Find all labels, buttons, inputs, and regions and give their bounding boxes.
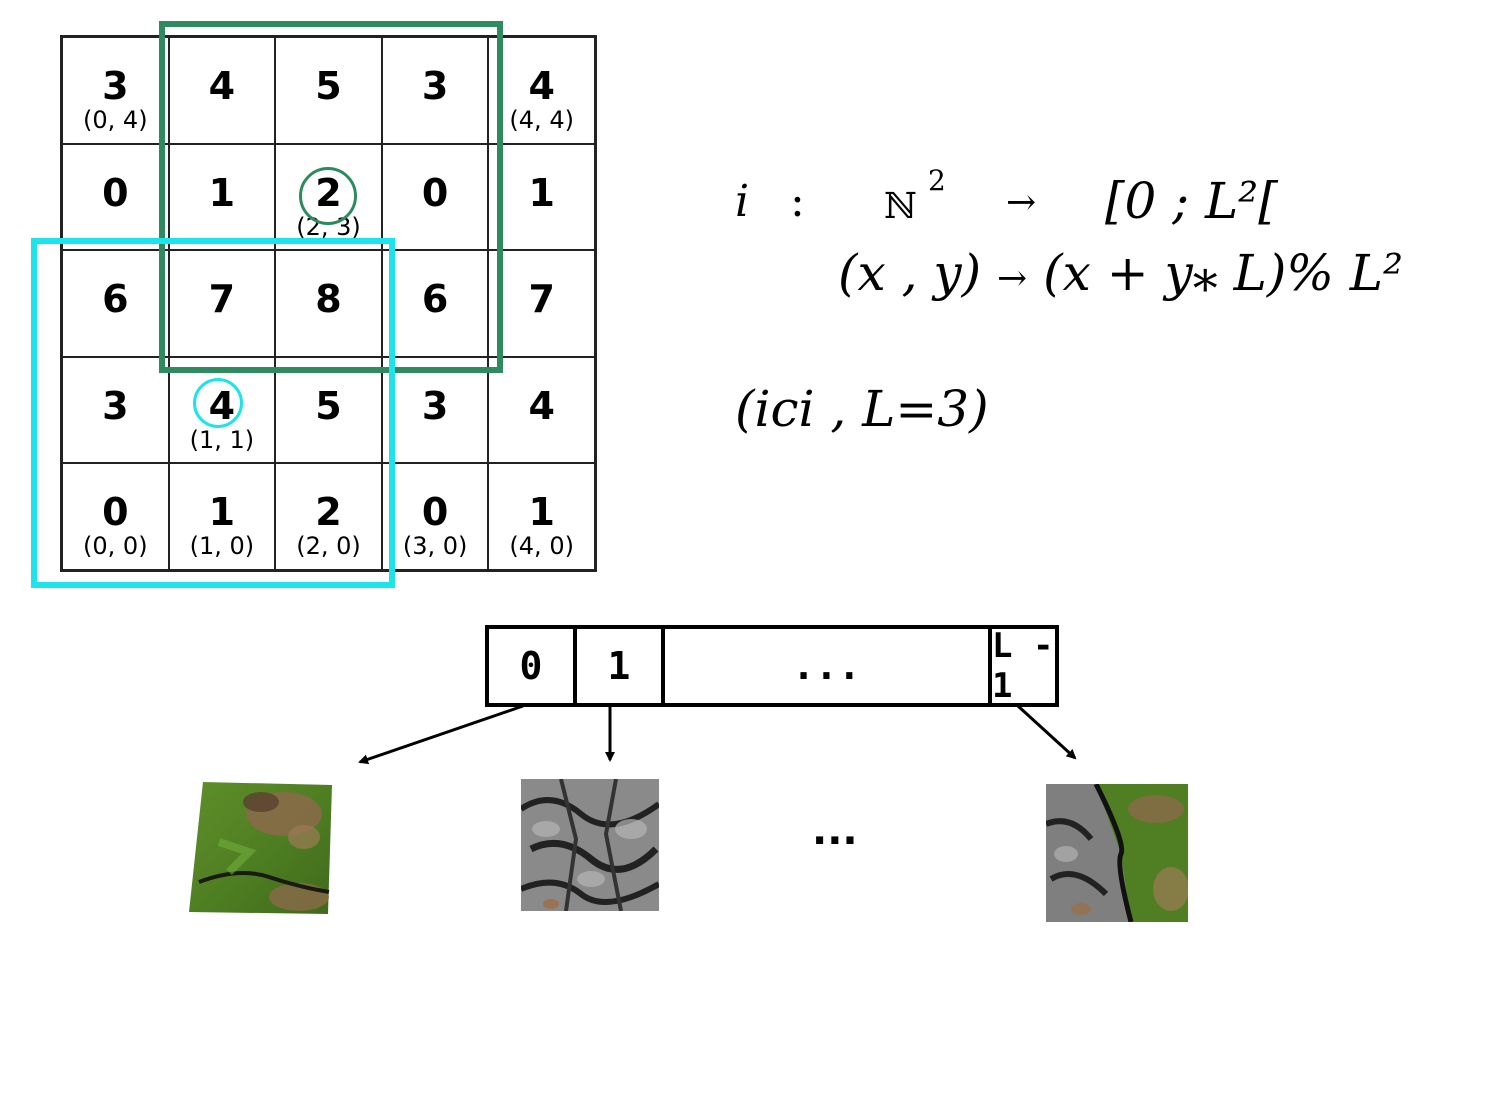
grid-cell: 0 [381,143,489,251]
formula-arrow-symbol: → [1006,182,1037,223]
grid-cell: 8 [275,250,382,357]
terrain-tile-grass [189,782,332,914]
cell-coordinate: (1, 0) [189,532,255,561]
cell-value: 3 [421,64,449,108]
terrain-tile-rock [521,779,659,911]
cyan-window [31,238,395,588]
formula-domain: ℕ [884,186,917,227]
formula-note-text: (ici , L=3) [735,380,989,438]
grid-cell: 1 [488,143,595,251]
formula-mapping-right: (x + y⁎ L)% L² [1043,244,1404,302]
cell-value: 4 [208,64,236,108]
grid-cell: 0 [62,143,169,251]
grid-cell: 5 [275,356,382,464]
array-slot-0: 0 [489,629,577,703]
cell-value: 7 [528,277,555,322]
grid-cell: 6 [62,250,169,357]
grid-cell: 2(2, 0) [275,463,382,570]
cell-value: 3 [102,64,129,108]
formula-i-symbol: i [735,176,750,227]
grid-cell: 3(0, 4) [62,37,169,144]
array-slot-label: L - 1 [992,626,1054,706]
grid-cell: 7 [168,250,276,357]
cell-value: 5 [315,383,342,428]
grid-cell: 7 [488,250,595,357]
cell-value: 0 [421,170,449,215]
grid-cell: 1 [168,143,276,251]
cell-coordinate: (4, 4) [509,106,574,134]
cell-value: 0 [102,170,129,215]
formula-mapping-left: (x , y) [838,244,982,302]
grid-cell: 3 [62,356,169,464]
cell-value: 8 [315,277,342,322]
grid-cell: 4(4, 4) [488,37,595,144]
array-slot-1: 1 [577,629,665,703]
cell-value: 6 [421,277,449,322]
green-window [159,21,503,373]
grid-cell: 0(3, 0) [381,463,489,570]
cell-coordinate: (1, 1) [189,425,255,454]
grid-cell: 3 [381,37,489,144]
formula-colon-symbol: : [790,176,805,227]
arrow-slot-0 [358,704,524,765]
array-slot-label: 0 [519,644,543,688]
formula-arrow: → [1006,182,1036,223]
cell-value: 1 [528,490,555,535]
formula-codomain: [0 ; L²[ [1105,172,1278,230]
formula-domain-exponent: 2 [928,164,946,197]
formula-domain-symbol: ℕ [884,186,917,227]
cell-value: 0 [102,490,129,535]
cell-value: 6 [102,277,129,322]
cell-value: 0 [421,490,449,535]
cell-value: 1 [208,170,236,215]
grid-cell: 4 [488,356,595,464]
formula-mapping-arrow: → [997,258,1028,299]
highlight-circle-cyan [193,378,243,428]
cell-value: 4 [528,383,555,428]
cell-value: 3 [102,383,129,428]
cell-coordinate: (3, 0) [402,532,468,561]
grid-cell: 0(0, 0) [62,463,169,570]
terrain-tile-mixed [1046,784,1188,922]
grid-cell: 3 [381,356,489,464]
array-slot-label: ... [792,644,861,688]
cell-value: 1 [528,170,555,215]
cell-value: 2 [315,490,342,535]
highlight-circle-green [299,167,357,225]
formula-i: i [735,176,749,227]
cell-value: 3 [421,383,449,428]
arrow-slot-last [1016,704,1077,760]
grid-cell: 1(4, 0) [488,463,595,570]
cell-value: 5 [315,64,342,108]
formula-domain-exp: 2 [928,164,946,197]
tiles-ellipsis: ... [812,808,858,854]
cell-coordinate: (0, 0) [83,532,148,561]
formula-note: (ici , L=3) [735,380,989,438]
cell-value: 4 [528,64,555,108]
cell-coordinate: (4, 0) [509,532,574,561]
formula-mapping: (x , y) → (x + y⁎ L)% L² [838,244,1403,302]
grid-cell: 1(1, 0) [168,463,276,570]
formula-codomain-text: [0 ; L²[ [1105,172,1278,230]
formula-colon: : [790,176,805,227]
cell-coordinate: (0, 4) [83,106,148,134]
array-slot-ellipsis: ... [665,629,992,703]
cell-coordinate: (2, 0) [296,532,361,561]
grid-cell: 4 [168,37,276,144]
cell-value: 7 [208,277,236,322]
index-array: 0 1 ... L - 1 [485,625,1059,707]
cell-value: 1 [208,490,236,535]
grid-cell: 5 [275,37,382,144]
array-slot-label: 1 [607,644,631,688]
array-slot-last: L - 1 [992,626,1055,706]
grid-cell: 6 [381,250,489,357]
